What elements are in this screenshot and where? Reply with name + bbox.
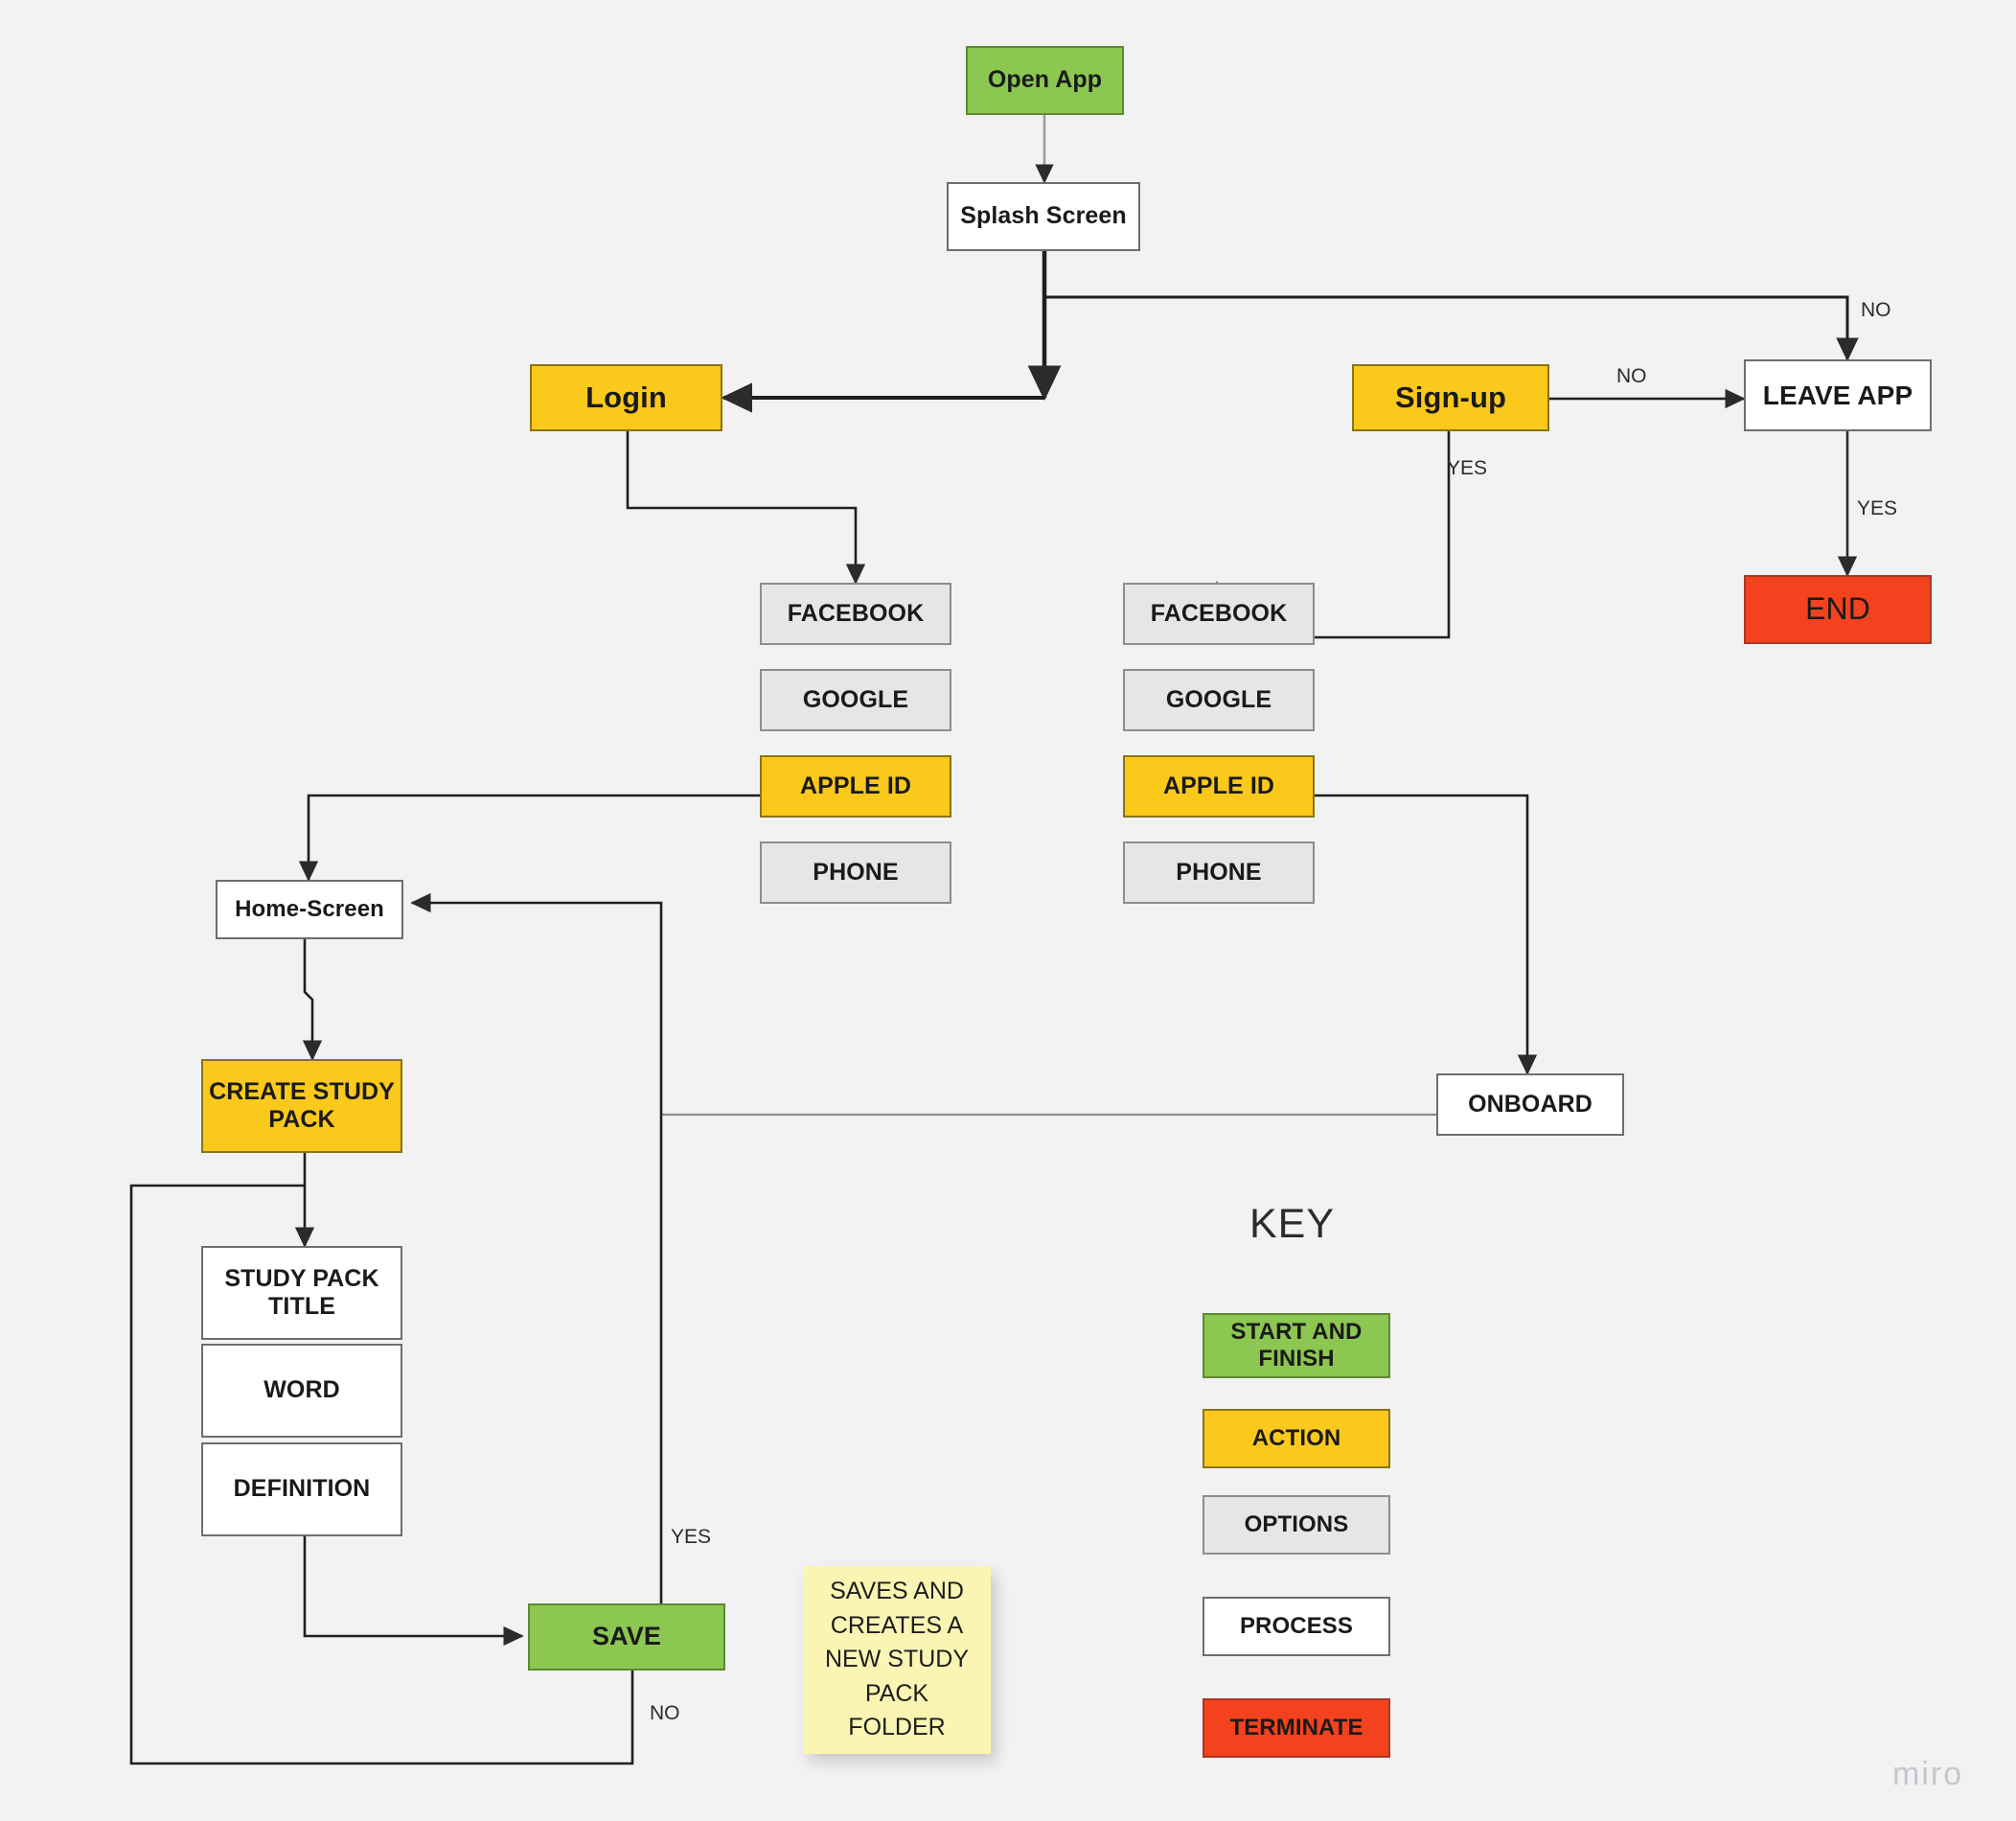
node-signup-facebook-label: FACEBOOK [1150, 599, 1288, 627]
node-signup[interactable]: Sign-up [1352, 364, 1549, 431]
node-signup-phone[interactable]: PHONE [1123, 841, 1315, 904]
sticky-note-text: SAVES AND CREATES A NEW STUDY PACK FOLDE… [825, 1578, 969, 1741]
key-item-options-label: OPTIONS [1244, 1510, 1349, 1537]
node-word[interactable]: WORD [201, 1344, 402, 1438]
node-login-label: Login [585, 380, 667, 414]
node-leave-app-label: LEAVE APP [1762, 380, 1913, 410]
node-signup-facebook[interactable]: FACEBOOK [1123, 583, 1315, 645]
key-item-start-and-finish: START AND FINISH [1203, 1313, 1390, 1378]
node-login-google-label: GOOGLE [802, 685, 909, 713]
node-definition-label: DEFINITION [233, 1475, 371, 1503]
sticky-note[interactable]: SAVES AND CREATES A NEW STUDY PACK FOLDE… [803, 1566, 991, 1754]
node-signup-apple-id[interactable]: APPLE ID [1123, 755, 1315, 818]
node-login-apple-id[interactable]: APPLE ID [760, 755, 951, 818]
node-onboard[interactable]: ONBOARD [1436, 1073, 1624, 1136]
node-login-facebook-label: FACEBOOK [787, 599, 925, 627]
edge-home-screen-to-create-study-pack [302, 925, 323, 1061]
edge-label-save-yes: YES [671, 1526, 712, 1548]
node-create-study-pack-label: CREATE STUDY PACK [209, 1077, 395, 1134]
node-signup-phone-label: PHONE [1176, 858, 1262, 886]
edge-save-yes-to-home-screen [410, 892, 663, 1603]
node-home-screen-label: Home-Screen [235, 895, 384, 922]
node-signup-google-label: GOOGLE [1165, 685, 1272, 713]
node-definition[interactable]: DEFINITION [201, 1442, 402, 1536]
edge-label-signup-yes: YES [1447, 457, 1488, 479]
node-open-app-label: Open App [987, 66, 1103, 94]
edge-splash-no-to-leave-app [1044, 295, 1859, 362]
node-save-label: SAVE [592, 1622, 661, 1651]
node-login[interactable]: Login [530, 364, 722, 431]
node-login-google[interactable]: GOOGLE [760, 669, 951, 731]
node-login-facebook[interactable]: FACEBOOK [760, 583, 951, 645]
key-item-action-label: ACTION [1251, 1424, 1341, 1451]
key-item-start-and-finish-label: START AND FINISH [1230, 1318, 1363, 1372]
node-word-label: WORD [263, 1376, 340, 1404]
key-item-terminate: TERMINATE [1203, 1698, 1390, 1758]
node-splash-screen[interactable]: Splash Screen [947, 182, 1140, 251]
edge-definition-to-save [303, 1536, 524, 1647]
node-end-label: END [1805, 591, 1870, 627]
node-signup-apple-id-label: APPLE ID [1162, 772, 1275, 799]
miro-watermark: miro [1892, 1756, 1964, 1792]
node-splash-screen-label: Splash Screen [960, 202, 1127, 230]
key-item-process: PROCESS [1203, 1597, 1390, 1656]
key-item-action: ACTION [1203, 1409, 1390, 1468]
edge-label-save-no: NO [650, 1702, 680, 1724]
node-onboard-label: ONBOARD [1468, 1090, 1592, 1118]
node-home-screen[interactable]: Home-Screen [216, 880, 403, 939]
node-leave-app[interactable]: LEAVE APP [1744, 359, 1932, 431]
node-signup-google[interactable]: GOOGLE [1123, 669, 1315, 731]
node-save[interactable]: SAVE [528, 1603, 725, 1671]
key-item-options: OPTIONS [1203, 1495, 1390, 1555]
node-login-phone[interactable]: PHONE [760, 841, 951, 904]
node-open-app[interactable]: Open App [966, 46, 1124, 115]
edge-login-apple-to-home-screen [298, 794, 760, 882]
key-title: KEY [1249, 1201, 1336, 1247]
node-end[interactable]: END [1744, 575, 1932, 644]
edge-label-signup-no: NO [1616, 365, 1647, 387]
key-item-process-label: PROCESS [1239, 1612, 1354, 1639]
edge-label-leave-app-yes: YES [1857, 497, 1898, 519]
node-login-phone-label: PHONE [813, 858, 899, 886]
node-login-apple-id-label: APPLE ID [799, 772, 912, 799]
key-item-terminate-label: TERMINATE [1229, 1714, 1363, 1740]
edge-login-to-options [626, 431, 866, 585]
edge-label-splash-no: NO [1861, 299, 1891, 321]
node-study-pack-title-label: STUDY PACK TITLE [224, 1264, 379, 1321]
node-signup-label: Sign-up [1394, 380, 1507, 414]
node-study-pack-title[interactable]: STUDY PACK TITLE [201, 1246, 402, 1340]
edge-signup-apple-to-onboard [1315, 794, 1538, 1075]
node-create-study-pack[interactable]: CREATE STUDY PACK [201, 1059, 402, 1153]
